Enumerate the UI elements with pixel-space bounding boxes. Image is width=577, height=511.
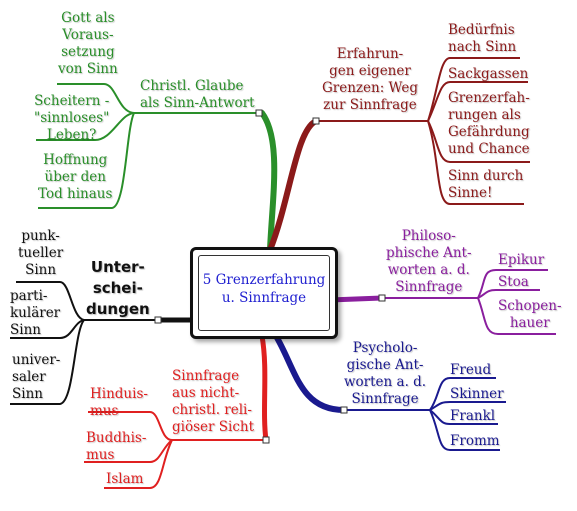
leaf-grenzerfahrungen[interactable]: Grenzerfah- rungen als Gefährdung und Ch…	[448, 90, 530, 157]
node-religionen	[262, 436, 270, 444]
link-psychologie-1	[429, 377, 496, 411]
branch-glaube-label[interactable]: Christl. Glaube als Sinn-Antwort	[140, 78, 255, 111]
leaf-partikulaerer-sinn[interactable]: parti- kulärer Sinn	[10, 288, 61, 338]
leaf-islam[interactable]: Islam	[106, 471, 144, 487]
link-glaube-2	[36, 112, 135, 141]
leaf-hoffnung[interactable]: Hoffnung über den Tod hinaus	[38, 152, 113, 202]
leaf-frankl[interactable]: Frankl	[450, 408, 496, 424]
node-erfahrungen	[312, 117, 320, 125]
node-psychologie	[340, 406, 348, 414]
link-erfahrungen-2	[427, 81, 528, 122]
link-psychologie-3	[429, 409, 498, 425]
center-node-frame	[198, 255, 330, 331]
branch-unterscheidungen-label[interactable]: Unter- schei- dungen	[86, 258, 150, 318]
link-unterscheidungen-1	[16, 281, 85, 321]
link-erfahrungen-1	[427, 57, 520, 122]
link-glaube-1	[57, 83, 135, 114]
link-psychologie-4	[429, 409, 500, 451]
branch-psychologie-label[interactable]: Psycholo- gische Ant- worten a. d. Sinnf…	[344, 340, 427, 407]
leaf-sackgassen[interactable]: Sackgassen	[448, 66, 529, 82]
branch-philosophie-label[interactable]: Philoso- phische Ant- worten a. d. Sinnf…	[386, 228, 472, 295]
leaf-universaler-sinn[interactable]: univer- saler Sinn	[12, 352, 61, 402]
node-glaube	[255, 109, 263, 117]
center-node-label: 5 Grenzerfahrung u. Sinnfrage	[202, 272, 326, 306]
trunk-philosophie	[329, 295, 383, 303]
leaf-hinduismus[interactable]: Hinduis- mus	[90, 386, 148, 419]
trunk-erfahrungen	[267, 118, 319, 253]
leaf-sinn-durch-sinne[interactable]: Sinn durch Sinne!	[448, 168, 524, 201]
leaf-schopenhauer[interactable]: Schopen- hauer	[498, 298, 562, 331]
link-religionen-1	[88, 411, 173, 441]
trunk-psychologie	[273, 333, 347, 413]
leaf-punktueller-sinn[interactable]: punk- tueller Sinn	[18, 228, 64, 278]
leaf-fromm[interactable]: Fromm	[450, 433, 500, 449]
branch-erfahrungen-label[interactable]: Erfahrun- gen eigener Grenzen: Weg zur S…	[322, 46, 418, 113]
leaf-epikur[interactable]: Epikur	[498, 252, 545, 268]
link-philosophie-2	[477, 289, 540, 299]
leaf-freud[interactable]: Freud	[450, 362, 492, 378]
trunk-religionen	[259, 333, 269, 443]
node-unterscheidungen	[154, 316, 162, 324]
trunk-glaube	[259, 110, 278, 253]
node-philosophie	[378, 294, 386, 302]
link-religionen-3	[104, 439, 173, 489]
leaf-beduerfnis[interactable]: Bedürfnis nach Sinn	[448, 22, 517, 55]
link-unterscheidungen-3	[10, 319, 85, 405]
link-erfahrungen-4	[427, 120, 524, 205]
leaf-buddhismus[interactable]: Buddhis- mus	[86, 430, 147, 463]
link-psychologie-2	[429, 401, 506, 411]
branch-religionen-label[interactable]: Sinnfrage aus nicht- christl. reli- giös…	[172, 368, 254, 435]
link-philosophie-3	[477, 297, 556, 335]
leaf-gott[interactable]: Gott als Voraus- setzung von Sinn	[58, 10, 118, 77]
link-erfahrungen-3	[427, 120, 530, 163]
center-node[interactable]: 5 Grenzerfahrung u. Sinnfrage	[190, 247, 338, 339]
leaf-skinner[interactable]: Skinner	[450, 386, 504, 402]
link-philosophie-1	[477, 269, 548, 299]
leaf-stoa[interactable]: Stoa	[498, 274, 529, 290]
link-religionen-2	[84, 439, 173, 463]
link-unterscheidungen-2	[10, 319, 85, 339]
link-glaube-3	[38, 112, 135, 209]
leaf-scheitern[interactable]: Scheitern - "sinnloses" Leben?	[34, 93, 110, 143]
